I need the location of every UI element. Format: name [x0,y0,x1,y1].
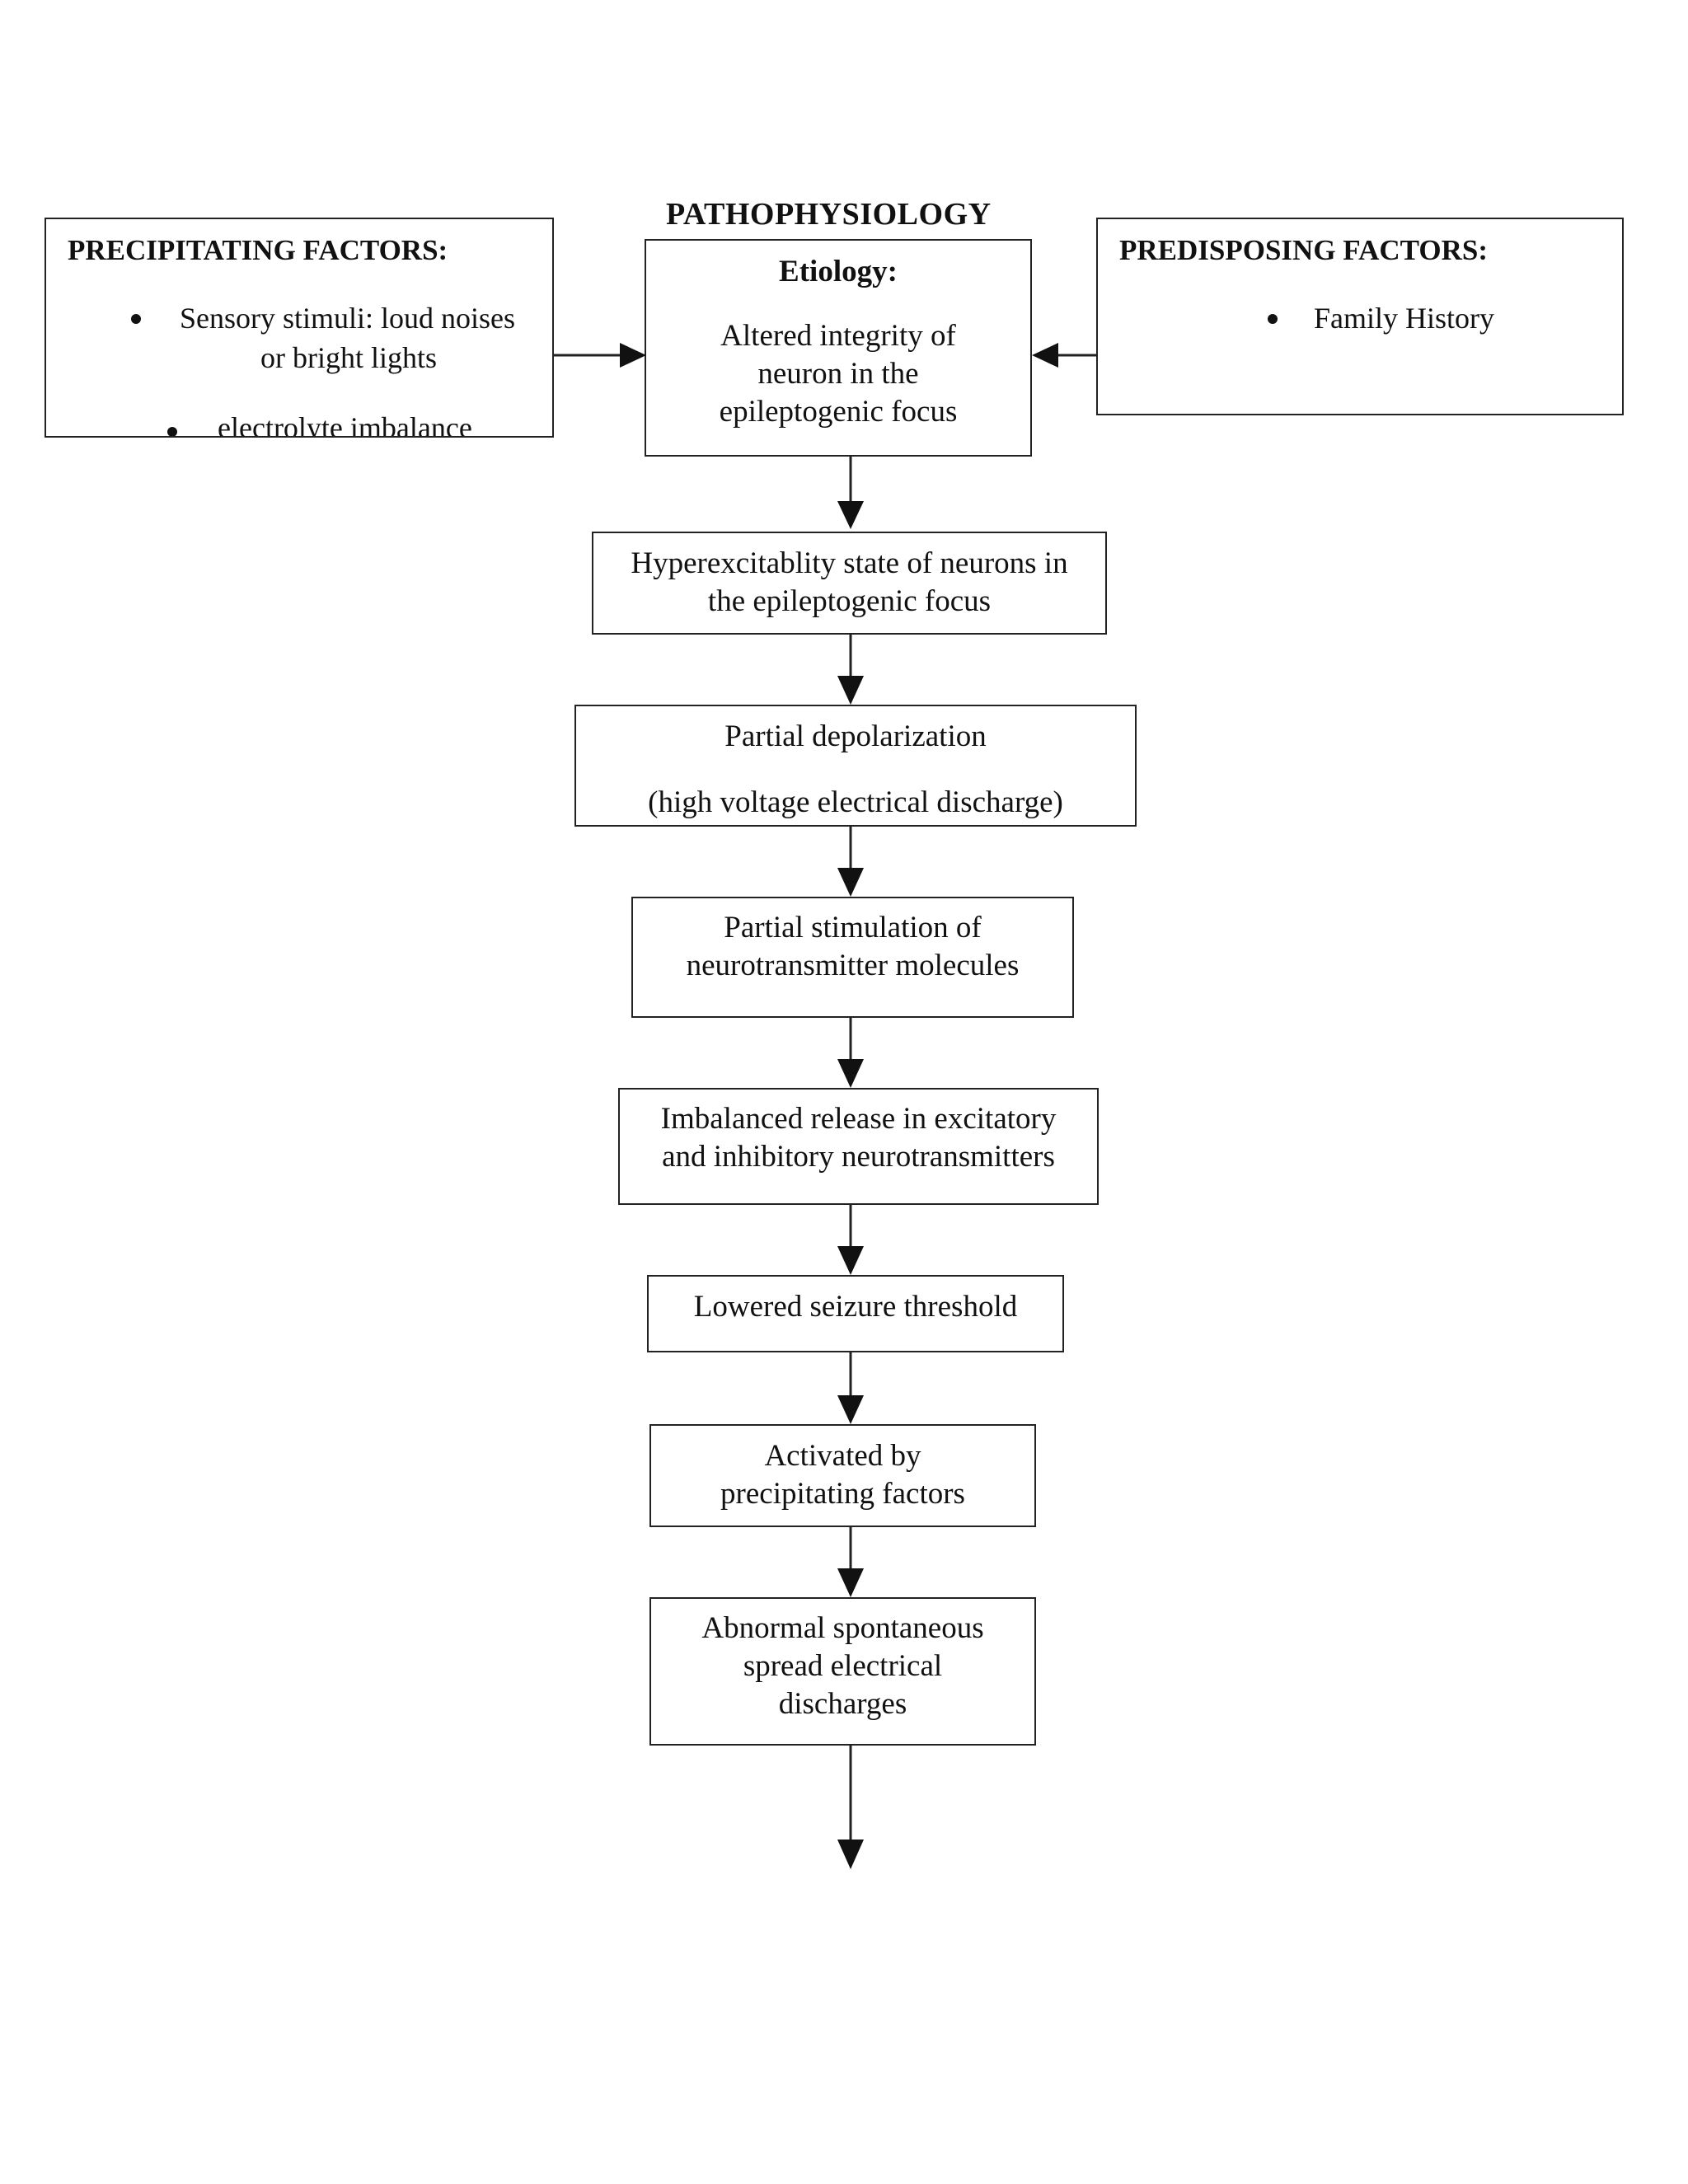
arrowhead-icon [837,501,864,529]
predisposing-item-1: Family History [1314,302,1495,335]
flow-step-lowered-threshold: Lowered seizure threshold [647,1275,1064,1352]
step-6-line-1: Activated by [764,1439,921,1473]
flow-step-partial-depolarization: Partial depolarization (high voltage ele… [574,705,1137,827]
flow-step-activated: Activated by precipitating factors [649,1424,1036,1527]
flow-step-neurotransmitter-stimulation: Partial stimulation of neurotransmitter … [631,897,1074,1018]
etiology-heading: Etiology: [779,255,898,288]
precipitating-item-1-line2: or bright lights [260,341,437,374]
step-7-line-1: Abnormal spontaneous [701,1611,984,1645]
predisposing-factors-heading: PREDISPOSING FACTORS: [1119,234,1488,266]
step-6-line-2: precipitating factors [720,1477,965,1511]
step-4-line-1: Imbalanced release in excitatory [660,1102,1057,1136]
etiology-line-3: epileptogenic focus [719,395,958,429]
arrowhead-icon [837,1568,864,1597]
arrowhead-icon [1032,343,1058,368]
precipitating-factors-heading: PRECIPITATING FACTORS: [68,234,448,266]
etiology-line-2: neuron in the [757,357,919,391]
arrowhead-icon [837,1840,864,1869]
arrowhead-icon [837,1395,864,1424]
step-1-line-1: Hyperexcitablity state of neurons in [631,546,1068,580]
step-1-line-2: the epileptogenic focus [707,584,992,618]
diagram-title: PATHOPHYSIOLOGY [666,197,992,232]
step-3-line-2: neurotransmitter molecules [686,949,1020,982]
step-2-line-3: (high voltage electrical discharge) [648,785,1063,819]
precipitating-factors-box: PRECIPITATING FACTORS: Sensory stimuli: … [45,218,554,438]
etiology-box: Etiology: Altered integrity of neuron in… [645,239,1032,457]
step-4-line-2: and inhibitory neurotransmitters [662,1140,1055,1174]
flow-step-hyperexcitability: Hyperexcitablity state of neurons in the… [592,532,1107,635]
predisposing-factors-box: PREDISPOSING FACTORS: Family History [1096,218,1624,415]
arrowhead-icon [620,343,646,368]
step-7-line-3: discharges [778,1687,907,1721]
flow-step-abnormal-discharges: Abnormal spontaneous spread electrical d… [649,1597,1036,1746]
step-2-line-1: Partial depolarization [724,719,987,753]
etiology-line-1: Altered integrity of [720,319,956,353]
flow-step-imbalanced-release: Imbalanced release in excitatory and inh… [618,1088,1099,1205]
arrowhead-icon [837,1246,864,1275]
step-3-line-1: Partial stimulation of [724,911,982,944]
bullet-icon [1268,314,1278,324]
bullet-icon [131,314,141,324]
arrowhead-icon [837,868,864,897]
step-5-line-1: Lowered seizure threshold [693,1290,1018,1324]
bullet-icon [167,427,177,436]
step-7-line-2: spread electrical [743,1649,943,1683]
arrowhead-icon [837,676,864,705]
precipitating-item-1-line1: Sensory stimuli: loud noises [180,302,516,335]
arrowhead-icon [837,1059,864,1088]
precipitating-item-2: electrolyte imbalance [218,411,472,438]
etiology-text: Altered integrity of neuron in the epile… [646,317,1030,431]
